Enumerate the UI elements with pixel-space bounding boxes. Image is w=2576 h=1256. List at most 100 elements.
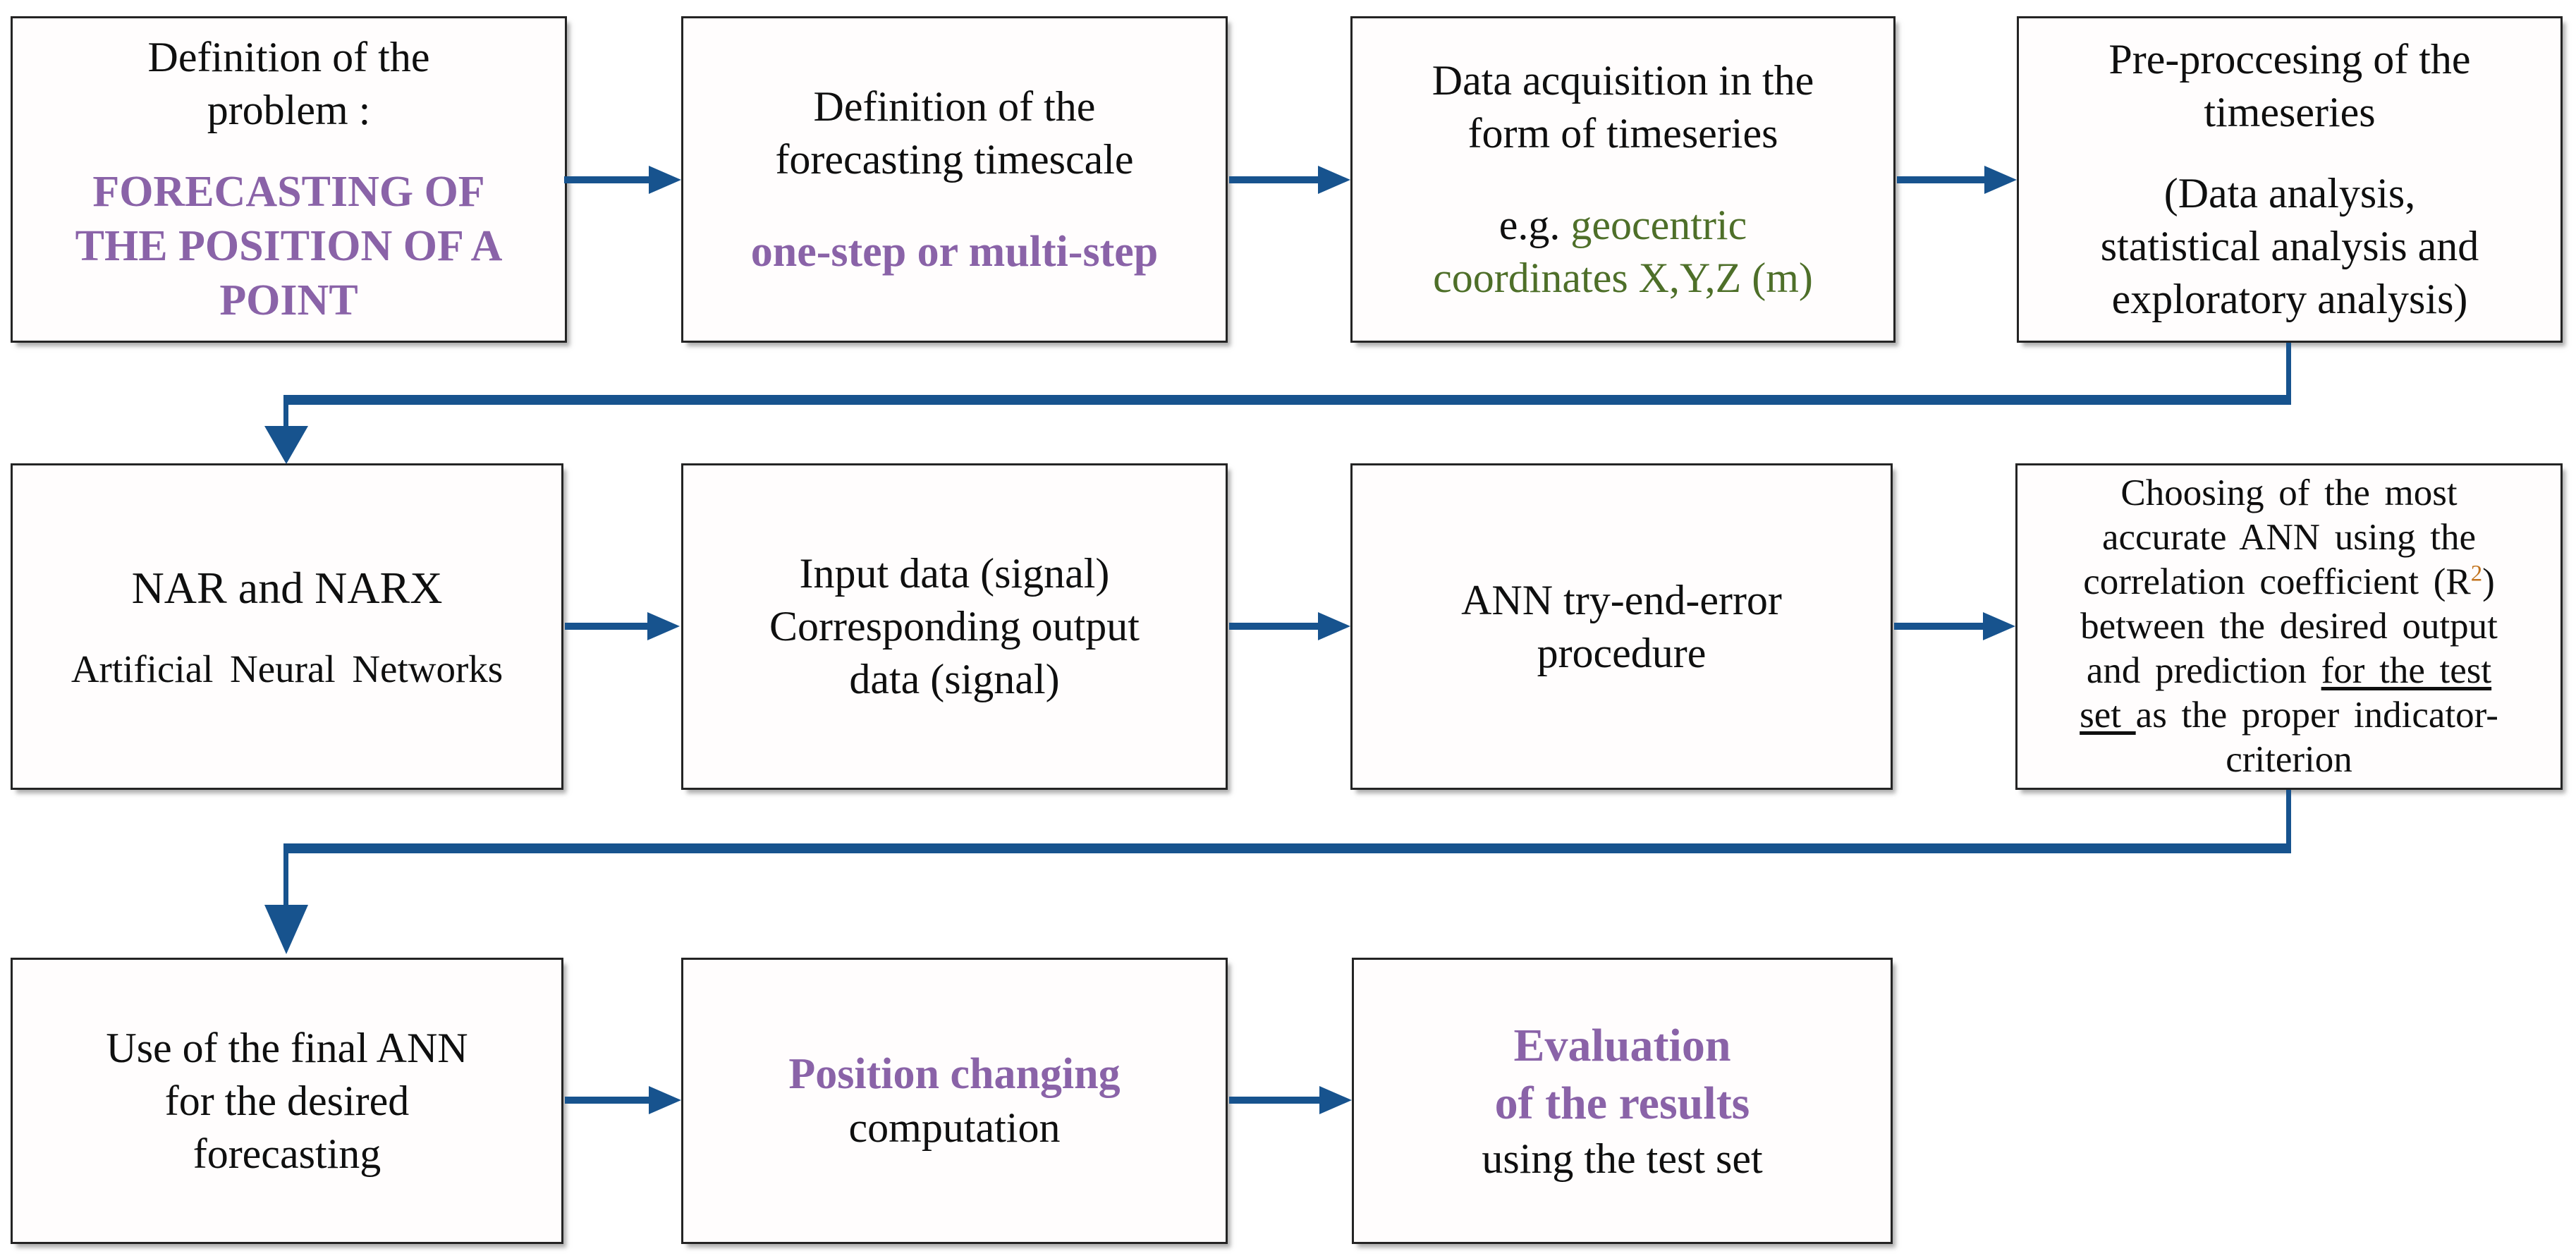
- flow-step-try-end-error: ANN try-end-error procedure: [1350, 463, 1893, 790]
- connector-vertical-stub: [283, 405, 288, 427]
- text-line: Corresponding output: [769, 603, 1140, 650]
- text-line: Definition of the: [147, 34, 430, 80]
- text-line: data (signal): [849, 656, 1060, 702]
- arrow-head-icon: [1319, 1086, 1352, 1114]
- step-subtext: computation: [849, 1102, 1061, 1154]
- text-line: criterion: [2226, 739, 2352, 780]
- text-line: of the results: [1494, 1077, 1750, 1129]
- arrow-shaft: [1894, 623, 1983, 630]
- step-heading: Definition of the forecasting timescale: [775, 80, 1133, 186]
- step-subtext: (Data analysis, statistical analysis and…: [2101, 167, 2479, 326]
- text-line: problem :: [207, 87, 371, 133]
- step-subtext: using the test set: [1482, 1133, 1762, 1185]
- text-line: ANN try-end-error: [1461, 576, 1782, 623]
- arrow-shaft: [1229, 176, 1318, 183]
- text-line: Position changing: [788, 1050, 1121, 1098]
- text-line: timeseries: [2204, 89, 2376, 135]
- connector-horizontal-segment: [283, 843, 2291, 853]
- arrow-shaft: [564, 176, 649, 183]
- arrow-right-icon: [1897, 166, 2017, 194]
- arrow-head-icon: [649, 166, 681, 194]
- flow-step-preprocessing: Pre-proccesing of the timeseries (Data a…: [2017, 16, 2563, 343]
- step-heading: ANN try-end-error procedure: [1461, 574, 1782, 680]
- text-line: POINT: [219, 276, 358, 324]
- connector-horizontal-segment: [283, 395, 2291, 405]
- step-accent-text: one-step or multi-step: [751, 225, 1158, 279]
- text-line: THE POSITION OF A: [75, 222, 503, 270]
- text-line: using the test set: [1482, 1135, 1763, 1182]
- step-heading: Input data (signal) Corresponding output…: [769, 547, 1140, 706]
- arrow-right-icon: [1229, 1086, 1352, 1114]
- arrow-right-icon: [564, 166, 681, 194]
- example-prefix: e.g.: [1498, 202, 1571, 248]
- arrow-right-icon: [565, 612, 680, 640]
- underlined-text: for the test: [2321, 650, 2492, 691]
- text-line: Pre-proccesing of the: [2108, 36, 2471, 83]
- text-line: NAR and NARX: [131, 562, 443, 613]
- text-line: between the desired output: [2080, 606, 2498, 647]
- flow-step-definition-of-problem: Definition of the problem : FORECASTING …: [11, 16, 567, 343]
- text-line: one-step or multi-step: [750, 227, 1159, 276]
- text-line: Data acquisition in the: [1432, 57, 1814, 104]
- arrow-head-icon: [647, 612, 680, 640]
- flow-step-input-output-data: Input data (signal) Corresponding output…: [681, 463, 1228, 790]
- step-heading: Use of the final ANN for the desired for…: [106, 1022, 468, 1181]
- arrow-head-icon: [1983, 612, 2015, 640]
- connector-vertical-segment: [2286, 343, 2291, 399]
- text-line: procedure: [1537, 629, 1707, 676]
- plain-text: as the proper indicator-: [2135, 695, 2498, 736]
- arrow-shaft: [1229, 1097, 1319, 1104]
- step-example-text: e.g. geocentric coordinates X,Y,Z (m): [1433, 199, 1813, 305]
- text-line: coordinates X,Y,Z (m): [1433, 255, 1813, 301]
- text-line: set as the proper indicator-: [2080, 693, 2498, 738]
- text-line: (Data analysis,: [2163, 170, 2416, 217]
- text-line: Definition of the: [813, 83, 1096, 130]
- step-accent-text: FORECASTING OF THE POSITION OF A POINT: [75, 165, 503, 328]
- connector-vertical-stub: [283, 853, 288, 906]
- arrow-shaft: [1897, 176, 1984, 183]
- flow-step-use-final-ann: Use of the final ANN for the desired for…: [11, 958, 563, 1244]
- text-line: e.g. geocentric: [1433, 199, 1813, 252]
- text-line: accurate ANN using the: [2101, 517, 2476, 558]
- text-line: Use of the final ANN: [106, 1024, 468, 1071]
- arrow-right-icon: [565, 1086, 681, 1114]
- arrow-head-icon: [1984, 166, 2017, 194]
- arrow-shaft: [1229, 623, 1318, 630]
- example-green-text: geocentric: [1570, 202, 1747, 248]
- r-squared-exponent: 2: [2470, 561, 2483, 587]
- step-heading: Choosing of the most accurate ANN using …: [2080, 471, 2498, 782]
- text-line: Input data (signal): [799, 550, 1110, 597]
- arrow-shaft: [565, 623, 647, 630]
- text-line: Choosing of the most: [2120, 472, 2458, 513]
- step-heading: Definition of the problem :: [148, 31, 430, 137]
- arrow-down-icon: [264, 905, 308, 954]
- flow-step-data-acquisition: Data acquisition in the form of timeseri…: [1350, 16, 1896, 343]
- text-line: FORECASTING OF: [92, 168, 485, 216]
- arrow-head-icon: [649, 1086, 681, 1114]
- text-line: Evaluation: [1513, 1019, 1731, 1071]
- arrow-head-icon: [1318, 166, 1350, 194]
- arrow-right-icon: [1894, 612, 2015, 640]
- arrow-head-icon: [1318, 612, 1350, 640]
- arrow-shaft: [565, 1097, 649, 1104]
- arrow-right-icon: [1229, 612, 1350, 640]
- text-line: computation: [848, 1104, 1061, 1151]
- flow-step-position-changing: Position changing computation: [681, 958, 1228, 1244]
- connector-vertical-segment: [2286, 790, 2291, 848]
- text-line: for the desired: [164, 1077, 410, 1124]
- r-squared-pre: correlation coefficient (R: [2083, 561, 2471, 602]
- flow-step-forecasting-timescale: Definition of the forecasting timescale …: [681, 16, 1228, 343]
- step-accent-text: Position changing: [788, 1047, 1120, 1102]
- flow-step-evaluation: Evaluation of the results using the test…: [1352, 958, 1893, 1244]
- arrow-down-icon: [264, 426, 308, 464]
- plain-text: and prediction: [2086, 650, 2321, 691]
- step-heading: Pre-proccesing of the timeseries: [2108, 33, 2470, 139]
- step-heading: Data acquisition in the form of timeseri…: [1432, 54, 1814, 160]
- flow-step-choosing-accurate-ann: Choosing of the most accurate ANN using …: [2015, 463, 2563, 790]
- text-line: form of timeseries: [1467, 110, 1778, 157]
- flow-step-nar-narx: NAR and NARX Artificial Neural Networks: [11, 463, 563, 790]
- arrow-right-icon: [1229, 166, 1350, 194]
- text-line: forecasting: [193, 1130, 381, 1177]
- text-line: forecasting timescale: [775, 135, 1134, 183]
